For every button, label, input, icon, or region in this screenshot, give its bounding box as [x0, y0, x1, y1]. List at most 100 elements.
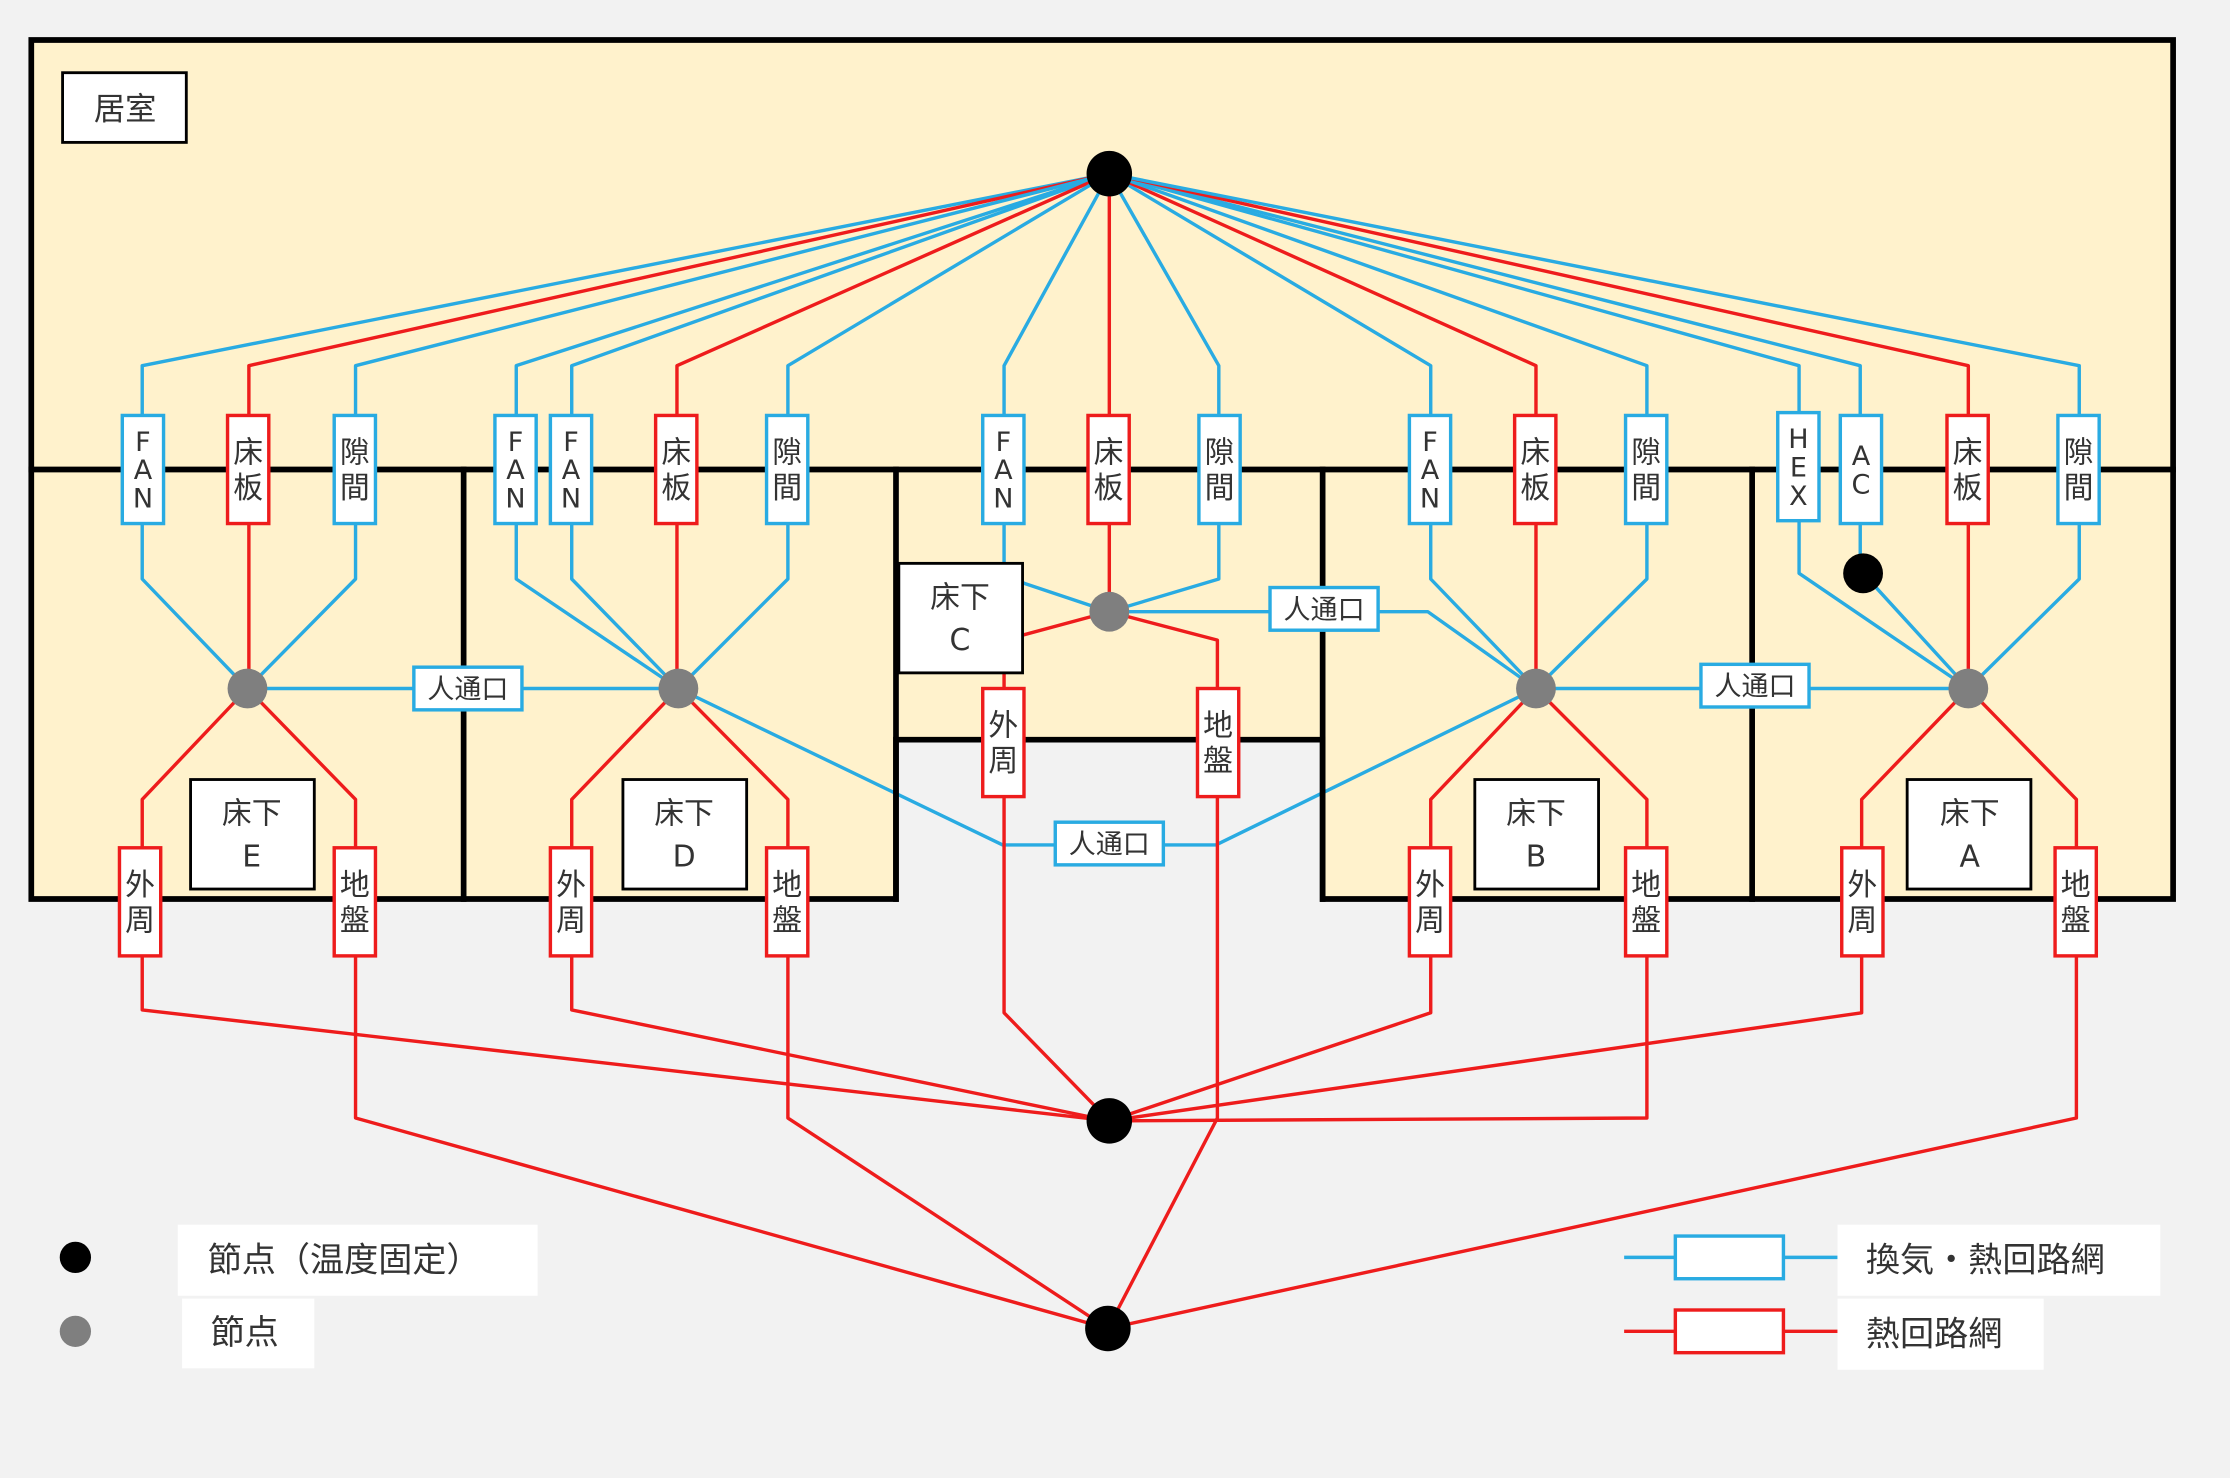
fixed-node-ac	[1843, 553, 1883, 594]
perimeter-box: 外周	[117, 846, 163, 958]
svg-text:板: 板	[661, 471, 691, 506]
svg-text:F: F	[1422, 427, 1438, 458]
svg-text:X: X	[1789, 481, 1808, 512]
svg-text:間: 間	[340, 471, 370, 506]
svg-text:周: 周	[1847, 903, 1877, 938]
svg-text:床: 床	[1094, 435, 1124, 470]
svg-text:外: 外	[1415, 868, 1445, 903]
svg-text:A: A	[1960, 839, 1981, 874]
svg-text:N: N	[1420, 484, 1440, 515]
hex-box: HEX	[1776, 410, 1821, 523]
element-boxes: FAN床板隙間外周地盤FANFAN床板隙間外周地盤FAN床板隙間外周地盤FAN床…	[117, 410, 2101, 958]
svg-text:周: 周	[125, 903, 155, 938]
ground-box: 地盤	[2053, 846, 2099, 958]
gap-box: 隙間	[2056, 413, 2101, 526]
svg-text:A: A	[506, 455, 525, 486]
room-label: 居室	[61, 71, 188, 144]
svg-text:地: 地	[2061, 868, 2091, 903]
svg-text:床下: 床下	[222, 797, 282, 832]
svg-text:F: F	[135, 427, 151, 458]
fan-box: FAN	[548, 413, 594, 526]
svg-text:地: 地	[1203, 709, 1233, 744]
legend-fixed-node-symbol	[59, 1241, 92, 1274]
legend-node-label: 節点	[210, 1313, 278, 1353]
heat-wire-8	[675, 172, 1111, 689]
svg-text:地: 地	[1631, 868, 1661, 903]
svg-text:外: 外	[556, 868, 586, 903]
legend-node-symbol	[59, 1315, 92, 1347]
svg-text:周: 周	[988, 744, 1018, 779]
svg-text:人通口: 人通口	[1069, 829, 1150, 860]
node-C	[1089, 591, 1130, 632]
legend-vent-heat-label: 換気・熱回路網	[1866, 1241, 2105, 1281]
svg-text:板: 板	[233, 471, 263, 506]
fan-box: FAN	[1407, 413, 1453, 526]
vent-heat-wire-27	[1861, 572, 1970, 690]
fan-box: FAN	[493, 413, 538, 526]
svg-text:隙: 隙	[2064, 435, 2094, 470]
svg-text:外: 外	[988, 709, 1018, 744]
heat-wire-11	[677, 687, 1109, 1330]
gap-box: 隙間	[764, 413, 810, 526]
svg-text:外: 外	[1847, 868, 1877, 903]
svg-text:人通口: 人通口	[1714, 672, 1795, 703]
svg-text:板: 板	[1520, 471, 1550, 506]
heat-wire-20	[1108, 172, 1538, 689]
svg-text:間: 間	[772, 471, 802, 506]
ac-box: AC	[1838, 413, 1884, 526]
passage-box: 人通口	[1053, 820, 1166, 867]
perimeter-box: 外周	[548, 846, 594, 958]
legend-vent-heat-symbol	[1673, 1234, 1786, 1281]
svg-text:F: F	[563, 427, 579, 458]
node-E	[227, 668, 268, 709]
svg-text:F: F	[996, 427, 1012, 458]
svg-text:床下: 床下	[1506, 797, 1566, 832]
node-D	[658, 668, 699, 709]
svg-text:地: 地	[340, 868, 370, 903]
heat-wire-4	[246, 687, 1109, 1331]
zone-label-D: 床下 D	[621, 778, 749, 891]
floor-plate-box: 床板	[653, 413, 699, 526]
fixed-node-room	[1086, 150, 1133, 197]
svg-text:周: 周	[556, 903, 586, 938]
svg-text:A: A	[1852, 441, 1871, 472]
heat-wire-16	[1002, 610, 1111, 1123]
svg-text:板: 板	[1953, 471, 1983, 506]
fixed-node-ground	[1085, 1305, 1131, 1352]
svg-text:間: 間	[1205, 471, 1235, 506]
svg-text:A: A	[134, 455, 153, 486]
perimeter-box: 外周	[1840, 846, 1885, 958]
zone-label-C: 床下 C	[897, 561, 1024, 675]
svg-text:A: A	[562, 455, 581, 486]
legend-heat-symbol	[1673, 1308, 1786, 1355]
svg-text:盤: 盤	[1631, 903, 1661, 938]
svg-text:H: H	[1788, 424, 1808, 455]
floor-plate-box: 床板	[1086, 413, 1131, 526]
svg-text:床下: 床下	[1940, 797, 2000, 832]
perimeter-box: 外周	[981, 686, 1026, 799]
gap-box: 隙間	[1197, 413, 1242, 526]
vent-heat-wire-18	[1109, 610, 1537, 690]
svg-text:隙: 隙	[1205, 435, 1235, 470]
passage-box: 人通口	[1268, 585, 1380, 632]
legend-heat-label: 熱回路網	[1866, 1315, 2003, 1355]
gap-box: 隙間	[332, 413, 378, 526]
svg-text:床下: 床下	[654, 797, 714, 832]
svg-text:盤: 盤	[2061, 903, 2091, 938]
svg-text:C: C	[1852, 469, 1871, 500]
node-B	[1516, 668, 1556, 709]
svg-text:床: 床	[1953, 435, 1983, 470]
svg-text:C: C	[950, 623, 971, 658]
heat-wire-23	[1109, 687, 1649, 1123]
svg-text:隙: 隙	[340, 435, 370, 470]
fixed-node-outdoor	[1086, 1098, 1133, 1144]
floor-plate-box: 床板	[225, 413, 271, 526]
nodes	[227, 150, 1989, 1352]
svg-text:周: 周	[1415, 903, 1445, 938]
heat-wire-17	[1106, 610, 1220, 1330]
node-A	[1948, 668, 1989, 709]
svg-text:盤: 盤	[772, 903, 802, 938]
svg-text:板: 板	[1094, 471, 1124, 506]
svg-text:E: E	[242, 839, 261, 874]
